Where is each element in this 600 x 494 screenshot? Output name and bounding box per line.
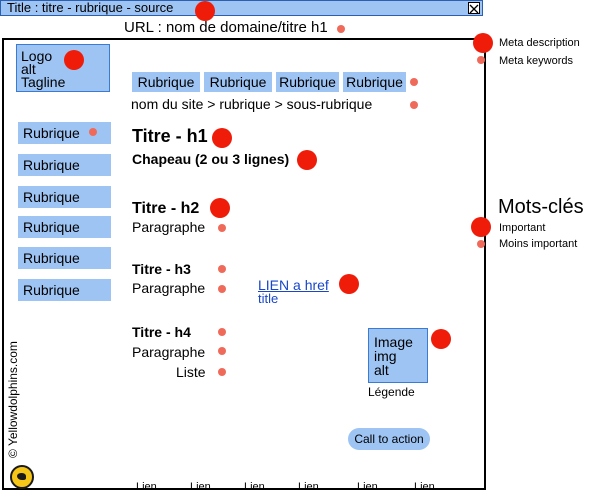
top-nav-rubrique[interactable]: Rubrique	[343, 72, 406, 92]
marker-important	[212, 128, 232, 148]
heading-h1: Titre - h1	[132, 126, 208, 146]
marker-important	[64, 50, 84, 70]
close-icon[interactable]	[468, 2, 480, 14]
footer-link[interactable]: Lien	[190, 481, 211, 493]
top-nav-rubrique[interactable]: Rubrique	[204, 72, 272, 92]
logo-alt-text: alt	[21, 61, 36, 77]
marker-important	[471, 217, 491, 237]
sidebar-item-rubrique[interactable]: Rubrique	[18, 279, 111, 301]
top-nav-rubrique[interactable]: Rubrique	[132, 72, 200, 92]
logo-tagline: Tagline	[21, 74, 66, 90]
marker-important	[210, 198, 230, 218]
legend-important: Important	[499, 222, 546, 234]
footer-link[interactable]: Lien	[244, 481, 265, 493]
marker-minor	[477, 240, 485, 248]
paragraph-text: Paragraphe	[132, 219, 206, 235]
marker-minor	[218, 224, 226, 232]
top-nav-rubrique[interactable]: Rubrique	[276, 72, 339, 92]
paragraph-text: Paragraphe	[132, 280, 206, 296]
marker-minor	[218, 368, 226, 376]
marker-minor	[218, 328, 226, 336]
marker-minor	[218, 285, 226, 293]
marker-important	[431, 329, 451, 349]
call-to-action-button[interactable]: Call to action	[348, 428, 430, 450]
page-frame	[2, 38, 486, 490]
marker-minor	[410, 101, 418, 109]
title-bar-text: Title : titre - rubrique - source	[7, 0, 174, 15]
sidebar-item-rubrique[interactable]: Rubrique	[18, 186, 111, 208]
image-label: Image	[374, 334, 413, 350]
link-title-label: title	[258, 291, 279, 306]
marker-important	[473, 33, 493, 53]
paragraph-text: Paragraphe	[132, 344, 206, 360]
breadcrumb[interactable]: nom du site > rubrique > sous-rubrique	[131, 96, 373, 112]
image-caption: Légende	[368, 385, 415, 399]
marker-minor	[477, 56, 485, 64]
chapeau-text: Chapeau (2 ou 3 lignes)	[132, 151, 290, 167]
sidebar-item-rubrique[interactable]: Rubrique	[18, 122, 111, 144]
marker-minor	[218, 347, 226, 355]
marker-minor	[218, 265, 226, 273]
heading-h2: Titre - h2	[132, 200, 200, 217]
heading-h3: Titre - h3	[132, 261, 191, 277]
footer-link[interactable]: Lien	[414, 481, 435, 493]
marker-minor	[337, 25, 345, 33]
footer-link[interactable]: Lien	[357, 481, 378, 493]
content-link[interactable]: LIEN a href	[258, 277, 329, 293]
image-img-label: img	[374, 348, 397, 364]
legend-moins-important: Moins important	[499, 238, 578, 250]
footer-link[interactable]: Lien	[136, 481, 157, 493]
marker-important	[297, 150, 317, 170]
page-title-bar: Title : titre - rubrique - source	[0, 0, 483, 16]
list-text: Liste	[176, 364, 206, 380]
legend-meta-keywords: Meta keywords	[499, 55, 573, 67]
url-label: URL : nom de domaine/titre h1	[124, 19, 328, 36]
image-box: Image img alt	[368, 328, 428, 383]
marker-important	[195, 1, 215, 21]
image-alt-label: alt	[374, 362, 389, 378]
sidebar-item-rubrique[interactable]: Rubrique	[18, 154, 111, 176]
logo-text: Logo	[21, 48, 53, 64]
legend-mots-cles-heading: Mots-clés	[498, 196, 584, 218]
marker-minor	[410, 78, 418, 86]
marker-important	[339, 274, 359, 294]
legend-meta-description: Meta description	[499, 37, 580, 49]
footer-link[interactable]: Lien	[298, 481, 319, 493]
yellowdolphins-logo-icon	[10, 465, 34, 489]
sidebar-item-rubrique[interactable]: Rubrique	[18, 216, 111, 238]
credit-text: © Yellowdolphins.com	[6, 341, 20, 458]
logo-box[interactable]: Logo alt Tagline	[16, 44, 110, 92]
sidebar-item-rubrique[interactable]: Rubrique	[18, 247, 111, 269]
heading-h4: Titre - h4	[132, 324, 191, 340]
marker-minor	[89, 128, 97, 136]
